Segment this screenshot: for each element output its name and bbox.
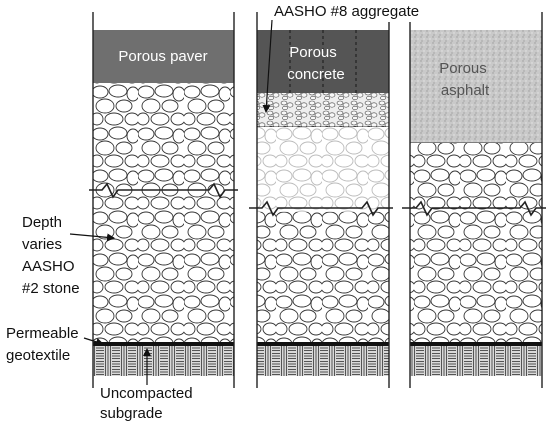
asphalt-stone-layer <box>410 143 542 343</box>
geotextile-label-line1: Permeable <box>6 325 79 342</box>
concrete-break-line <box>249 200 393 217</box>
asphalt-break-line <box>402 200 546 217</box>
callout-subgrade: Uncompacted subgrade <box>100 348 193 422</box>
aggregate-arrow <box>262 19 273 113</box>
callout-depth-stone: Depth varies AASHO #2 stone <box>22 214 115 297</box>
concrete-stone-layer <box>257 212 389 343</box>
concrete-faded-stone-layer <box>257 127 389 212</box>
stone-label-line2: #2 stone <box>22 280 80 297</box>
concrete-subgrade <box>257 346 389 376</box>
geotextile-arrow <box>83 337 104 346</box>
paver-subgrade <box>93 346 234 376</box>
depth-label-line1: Depth <box>22 214 62 231</box>
subgrade-label-line1: Uncompacted <box>100 385 193 402</box>
geotextile-label-line2: geotextile <box>6 347 70 364</box>
subgrade-label-line2: subgrade <box>100 405 163 422</box>
paver-surface-label: Porous paver <box>118 48 207 65</box>
asphalt-subgrade <box>410 346 542 376</box>
depth-label-line2: varies <box>22 236 62 253</box>
asphalt-surface-layer <box>410 30 542 143</box>
stone-label-line1: AASHO <box>22 258 75 275</box>
paver-break-line <box>89 182 238 199</box>
asphalt-surface-label-line1: Porous <box>439 60 487 77</box>
asphalt-geotextile <box>410 342 542 346</box>
callout-geotextile: Permeable geotextile <box>6 325 104 364</box>
column-porous-concrete: Porous concrete <box>249 12 393 388</box>
column-porous-asphalt: Porous asphalt <box>402 12 546 388</box>
paver-geotextile <box>93 342 234 346</box>
concrete-surface-label-line2: concrete <box>287 66 345 83</box>
asphalt-surface-label-line2: asphalt <box>441 82 490 99</box>
paver-surface-layer <box>93 30 234 83</box>
column-porous-paver: Porous paver <box>89 12 238 388</box>
depth-arrow <box>69 233 115 242</box>
concrete-aggregate-layer <box>257 93 389 127</box>
callout-aggregate: AASHO #8 aggregate <box>262 0 442 113</box>
aggregate-label: AASHO #8 aggregate <box>274 3 419 20</box>
concrete-surface-label-line1: Porous <box>289 44 337 61</box>
paver-stone-layer <box>93 83 234 343</box>
concrete-geotextile <box>257 342 389 346</box>
